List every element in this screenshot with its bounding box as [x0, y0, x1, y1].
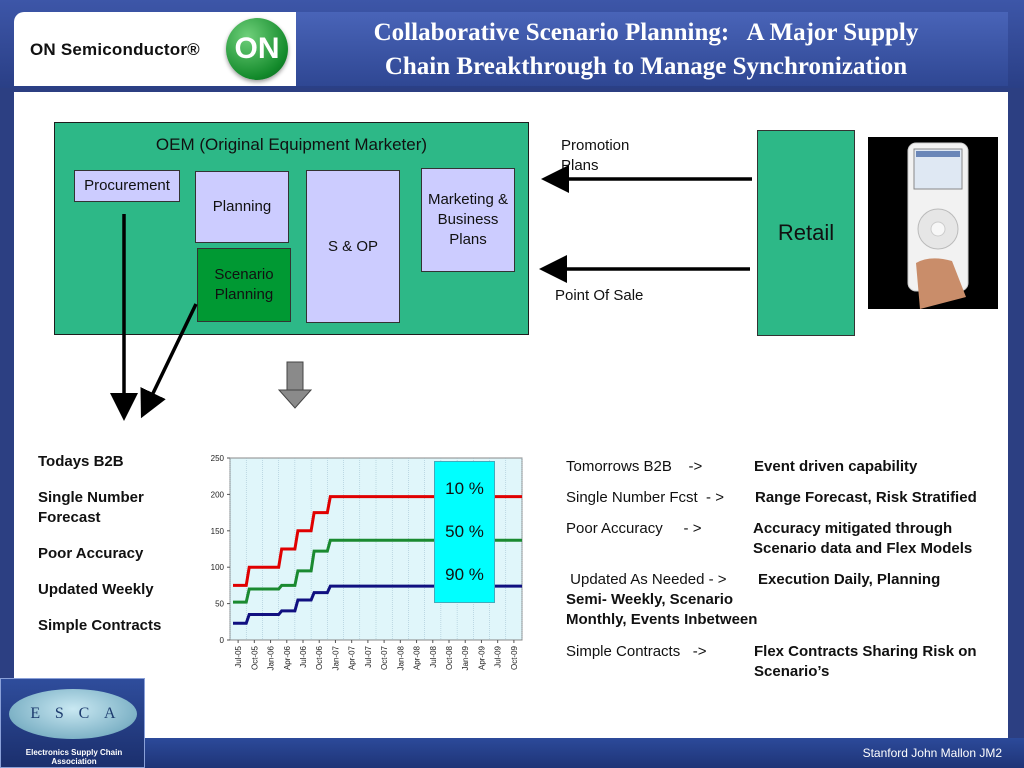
tomorrow-value: Accuracy mitigated through — [753, 520, 953, 537]
legend-50: 50 % — [445, 522, 484, 541]
x-tick-label: Jan-09 — [461, 645, 470, 670]
x-tick-label: Jul-08 — [429, 645, 438, 667]
x-tick-label: Jul-06 — [299, 645, 308, 667]
esca-letter: E — [30, 705, 41, 722]
x-tick-label: Jan-07 — [331, 645, 340, 670]
y-tick-label: 250 — [211, 454, 225, 463]
tomorrow-value: Flex Contracts Sharing Risk on — [754, 643, 977, 660]
promotion-plans-label: Promotion Plans — [561, 137, 630, 174]
x-tick-label: Oct-09 — [510, 645, 519, 670]
esca-letter: A — [104, 705, 116, 722]
tomorrow-label: Simple Contracts -> — [566, 643, 707, 660]
esca-letter: S — [54, 705, 64, 722]
x-tick-label: Jan-06 — [267, 645, 276, 670]
x-tick-label: Oct-05 — [250, 645, 259, 670]
title-line-2: Chain Breakthrough to Manage Synchroniza… — [384, 53, 908, 80]
tomorrow-value: Event driven capability — [754, 458, 918, 475]
esca-emblem: E S C A — [9, 689, 137, 739]
percentile-legend-box — [434, 461, 495, 603]
procurement-box: Procurement — [74, 170, 180, 202]
tomorrow-value: Scenario’s — [754, 663, 830, 680]
footer-strip — [0, 738, 1024, 768]
logo-text: ON Semiconductor® — [30, 40, 200, 59]
x-tick-label: Oct-07 — [380, 645, 389, 670]
y-tick-label: 100 — [211, 563, 225, 572]
tomorrow-value: Monthly, Events Inbetween — [566, 611, 758, 628]
legend-90: 90 % — [445, 565, 484, 584]
marketing-box: Marketing & Business Plans — [421, 168, 515, 272]
today-list: Todays B2B Single Number Forecast Poor A… — [38, 452, 198, 652]
x-tick-label: Apr-06 — [283, 645, 292, 670]
x-tick-label: Apr-09 — [477, 645, 486, 670]
down-block-arrow — [277, 361, 313, 409]
tomorrow-value: Semi- Weekly, Scenario — [566, 591, 734, 608]
retail-box: Retail — [757, 130, 855, 336]
today-item: Simple Contracts — [38, 617, 162, 634]
title-bar — [296, 12, 1008, 86]
today-item: Single Number Forecast — [38, 489, 144, 526]
y-tick-label: 0 — [220, 636, 225, 645]
esca-letter: C — [78, 705, 90, 722]
footer-credit: Stanford John Mallon JM2 — [862, 746, 1002, 760]
tomorrow-label: Tomorrows B2B -> — [566, 458, 703, 475]
today-item: Updated Weekly — [38, 581, 154, 598]
x-tick-label: Jan-08 — [396, 645, 405, 670]
scenario-planning-box: Scenario Planning — [197, 248, 291, 322]
y-tick-label: 200 — [211, 490, 225, 499]
today-item: Todays B2B — [38, 453, 124, 470]
x-tick-label: Oct-08 — [445, 645, 454, 670]
today-item: Poor Accuracy — [38, 545, 144, 562]
legend-10: 10 % — [445, 479, 484, 498]
on-semiconductor-logo: ON Semiconductor® ON — [14, 12, 296, 86]
sop-box: S & OP — [306, 170, 400, 323]
scenario-down-arrow — [140, 303, 198, 419]
esca-name: Electronics Supply Chain Association — [25, 748, 123, 766]
x-tick-label: Jul-09 — [494, 645, 503, 667]
x-tick-label: Oct-06 — [315, 645, 324, 670]
point-of-sale-label: Point Of Sale — [555, 287, 644, 304]
title-line-1: Collaborative Scenario Planning: A Major… — [373, 19, 919, 46]
x-tick-label: Jul-07 — [364, 645, 373, 667]
tomorrow-label: Single Number Fcst - > — [566, 489, 724, 506]
slide-title: Collaborative Scenario Planning: A Major… — [296, 16, 996, 84]
ipod-image — [868, 137, 998, 309]
y-tick-label: 50 — [215, 600, 224, 609]
x-tick-label: Apr-07 — [348, 645, 357, 670]
planning-box: Planning — [195, 171, 289, 243]
tomorrow-value: Scenario data and Flex Models — [753, 540, 973, 557]
y-tick-label: 150 — [211, 527, 225, 536]
x-tick-label: Apr-08 — [413, 645, 422, 670]
tomorrow-value: Range Forecast, Risk Stratified — [755, 489, 977, 506]
tomorrow-label: Poor Accuracy - > — [566, 520, 702, 537]
tomorrow-label: Updated As Needed - > — [566, 571, 727, 588]
tomorrow-value: Execution Daily, Planning — [758, 571, 941, 588]
on-logo-icon: ON — [226, 18, 288, 80]
x-tick-label: Jul-05 — [234, 645, 243, 667]
esca-logo: E S C A Electronics Supply Chain Associa… — [0, 678, 145, 768]
ipod-icon — [907, 142, 969, 309]
oem-title: OEM (Original Equipment Marketer) — [155, 135, 428, 154]
